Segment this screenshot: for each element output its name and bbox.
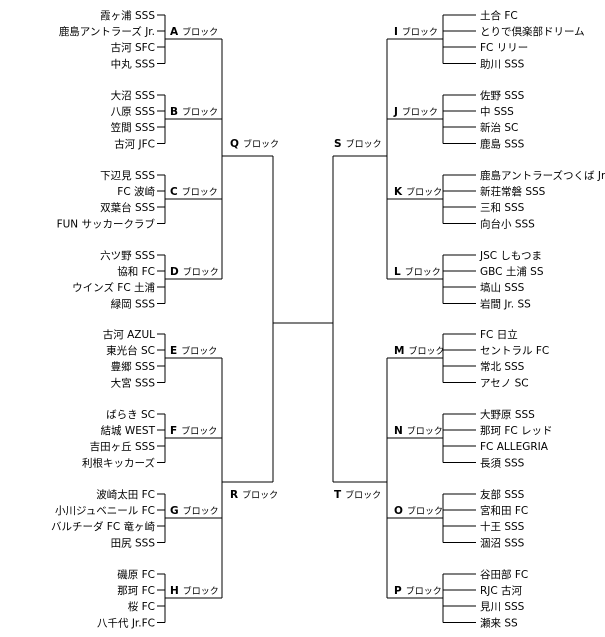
team-name: とりで倶楽部ドリーム [480, 25, 585, 38]
team-name: 大野原 SSS [480, 408, 535, 421]
team-name: 涸沼 SSS [480, 536, 525, 549]
team-name: 笠間 SSS [111, 121, 156, 134]
team-name: 古河 JFC [114, 137, 155, 150]
team-name: ウインズ FC 土浦 [72, 281, 155, 294]
team-name: FUN サッカークラブ [57, 217, 156, 230]
team-name: 大宮 SSS [111, 376, 156, 389]
team-name: 鹿島アントラーズ Jr. [59, 25, 155, 38]
team-name: GBC 土浦 SS [480, 265, 544, 278]
team-name: 緑岡 SSS [111, 297, 156, 310]
team-name: 古河 SFC [111, 41, 155, 54]
team-name: 中丸 SSS [111, 57, 156, 70]
team-name: 協和 FC [117, 265, 155, 278]
team-name: 中 SSS [480, 105, 514, 118]
team-name: 古河 AZUL [103, 328, 155, 341]
team-name: 十王 SSS [480, 520, 525, 533]
team-name: 六ツ野 SSS [100, 250, 155, 262]
team-name: FC 日立 [480, 328, 518, 341]
team-name: 谷田部 FC [480, 568, 528, 581]
team-name: 八千代 Jr.FC [97, 617, 155, 629]
team-name: 結城 WEST [101, 424, 156, 437]
team-name: 東光台 SC [106, 344, 155, 357]
team-name: 友部 SSS [480, 488, 525, 501]
team-name: ばらき SC [106, 409, 155, 421]
team-name: 土合 FC [480, 9, 518, 22]
team-name: 常北 SSS [480, 360, 525, 373]
team-name: 双葉台 SSS [100, 201, 155, 214]
team-name: 豊郷 SSS [111, 360, 156, 373]
team-name: 鹿島アントラーズつくば Jr [480, 169, 605, 182]
team-name: 新治 SC [480, 121, 518, 134]
team-name: 向台小 SSS [480, 217, 535, 230]
team-name: 宮和田 FC [480, 504, 528, 517]
team-name: バルチーダ FC 竜ヶ崎 [51, 520, 156, 533]
team-name: FC 波崎 [117, 185, 155, 198]
team-name: 利根キッカーズ [82, 456, 155, 469]
team-name: 那珂 FC [117, 585, 155, 597]
team-name: 岩間 Jr. SS [480, 297, 531, 310]
team-name: 鹿島 SSS [480, 137, 525, 150]
team-name: 塙山 SSS [480, 281, 525, 294]
team-name: 小川ジュベニール FC [55, 505, 155, 517]
team-name: 波崎太田 FC [96, 488, 155, 501]
team-name: 助川 SSS [480, 57, 525, 70]
team-name: FC リリー [480, 42, 528, 54]
team-name: 三和 SSS [480, 202, 525, 214]
team-name: アセノ SC [480, 377, 529, 389]
team-name: RJC 古河 [480, 584, 523, 597]
team-name: 八原 SSS [111, 106, 156, 118]
team-name: 長須 SSS [480, 457, 525, 469]
team-name: 瀬来 SS [480, 616, 518, 629]
team-name: FC ALLEGRIA [480, 441, 549, 453]
team-name: 吉田ヶ丘 SSS [90, 441, 156, 453]
team-name: 田尻 SSS [111, 537, 156, 549]
team-name: 霞ヶ浦 SSS [100, 9, 155, 22]
team-name: 磯原 FC [117, 568, 155, 581]
team-name: 那珂 FC レッド [480, 425, 553, 437]
team-name: 桜 FC [128, 600, 155, 613]
team-name: 見川 SSS [480, 601, 525, 613]
team-name: 新荘常磐 SSS [480, 185, 546, 198]
team-name: JSC しもつま [479, 250, 542, 262]
team-name: セントラル FC [480, 345, 549, 357]
team-name: 大沼 SSS [111, 89, 156, 102]
team-name: 佐野 SSS [480, 89, 525, 102]
team-name: 下辺見 SSS [100, 170, 155, 182]
